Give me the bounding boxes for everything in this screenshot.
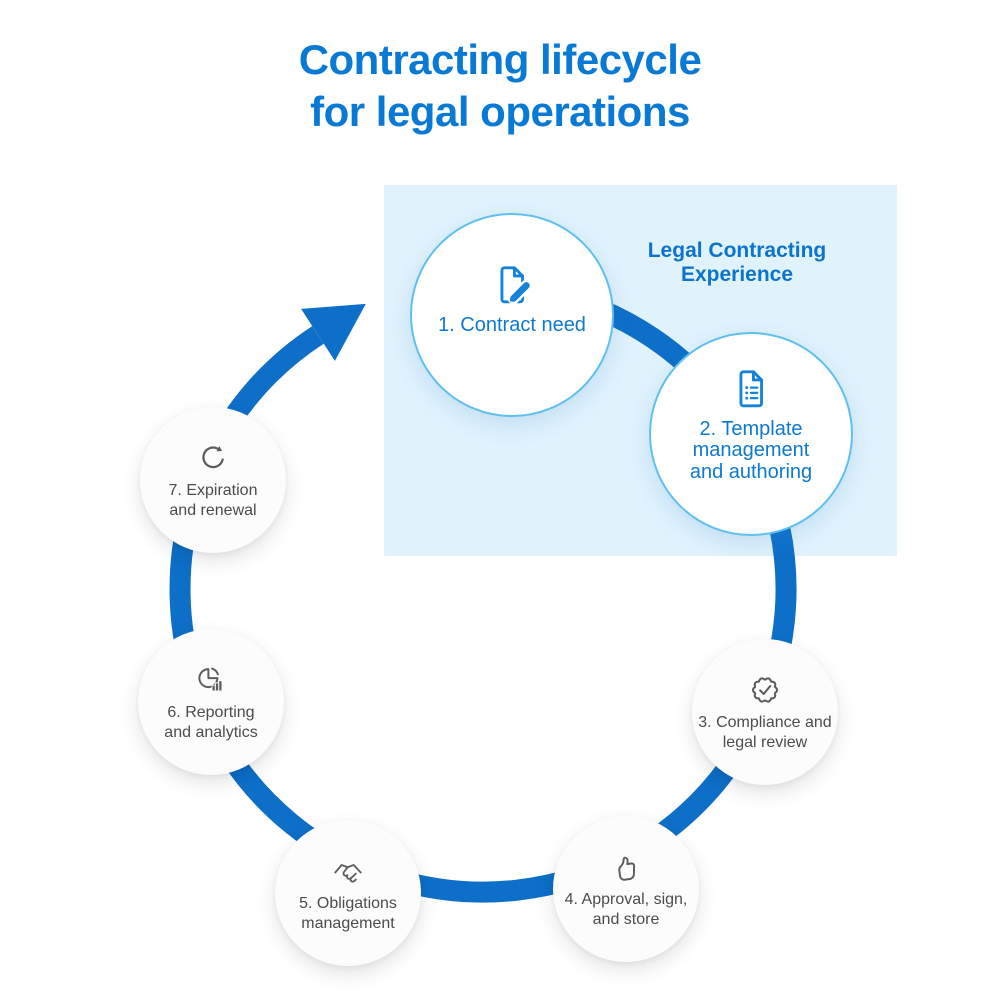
handshake-icon xyxy=(330,853,366,889)
step-3-label: 3. Compliance and legal review xyxy=(698,713,832,751)
step-circle-6-reporting-analytics: 6. Reporting and analytics xyxy=(138,629,284,775)
arrow-head-icon xyxy=(301,303,366,361)
highlight-region-title-line-1: Legal Contracting xyxy=(647,239,827,262)
document-edit-icon xyxy=(489,263,535,309)
highlight-region-title-line-2: Experience xyxy=(680,263,794,286)
step-circle-3-compliance-review: 3. Compliance and legal review xyxy=(692,639,838,785)
step-circle-5-obligations-management: 5. Obligations management xyxy=(275,820,421,966)
step-5-label: 5. Obligations management xyxy=(299,894,397,932)
document-checklist-icon xyxy=(728,367,774,413)
pie-chart-bars-icon xyxy=(193,662,229,698)
highlight-region-title: Legal Contracting Experience xyxy=(577,239,897,287)
step-2-label: 2. Template management and authoring xyxy=(689,417,813,483)
refresh-arrow-icon xyxy=(195,440,231,476)
step-circle-4-approval-sign-store: 4. Approval, sign, and store xyxy=(553,816,699,962)
step-circle-7-expiration-renewal: 7. Expiration and renewal xyxy=(140,407,286,553)
certificate-check-icon xyxy=(747,672,783,708)
step-6-label: 6. Reporting and analytics xyxy=(164,703,258,741)
page-title-line-1: Contracting lifecycle xyxy=(298,36,702,83)
page-title: Contracting lifecycle for legal operatio… xyxy=(0,34,1000,138)
step-circle-1-contract-need: 1. Contract need xyxy=(410,213,614,417)
step-circle-2-template-management: 2. Template management and authoring xyxy=(649,332,853,536)
arrow-tail xyxy=(223,326,324,426)
step-7-label: 7. Expiration and renewal xyxy=(168,481,258,519)
step-4-label: 4. Approval, sign, and store xyxy=(564,890,688,928)
thumbs-up-icon xyxy=(608,849,644,885)
page-title-line-2: for legal operations xyxy=(310,88,690,135)
step-1-label: 1. Contract need xyxy=(438,314,586,337)
